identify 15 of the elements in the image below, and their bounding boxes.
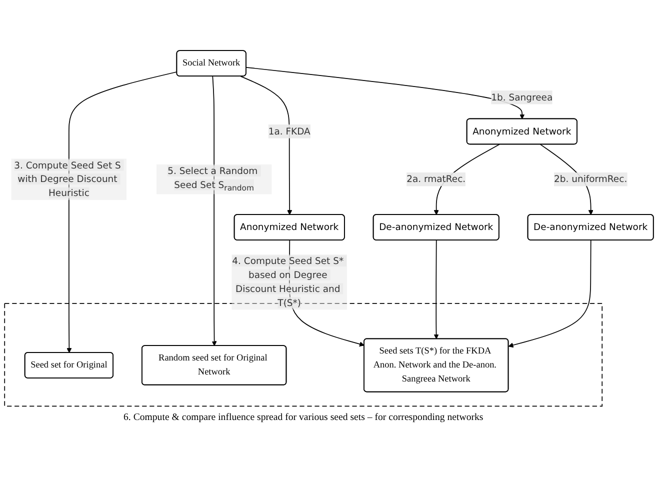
edge-label: 5. Select a Random Seed Set S$_{random}$: [168, 166, 258, 193]
flowchart-diagram: 1a. FKDA 1b. Sangreea 2a. rmatRec. 2b. uniformRec. 3. Compute Seed Set S with Degree Discount Heuristic 5. Select a Random Seed Set S$_{random}$ 4. Compute Seed Set S* based on Degree Discount Heuristic and T(S*) Social Network Anonymized Network Anonymized Network De-anonymized Network De-anonymized Network Seed set for Original Random seed set for Original Network Seed sets T(S*) for the FKDA Anon. Network and the De-anon. Sangreea Network 6. Compute & compare influence spread for various seed sets – for corresponding networks: [0, 46, 658, 447]
edge-label: 2b. uniformRec.: [554, 174, 628, 185]
arrow: [246, 67, 525, 120]
arrow: [212, 76, 217, 346]
edge-label: 1b. Sangreea: [491, 92, 553, 103]
arrow: [434, 240, 439, 340]
group-title: 6. Compute & compare influence spread for various seed sets – for corresponding networks: [4, 411, 602, 424]
edge-label: 3. Compute Seed Set S with Degree Discount Heuristic: [14, 160, 121, 199]
edge-label: 4. Compute Seed Set S* based on Degree Discount Heuristic and T(S*): [232, 256, 344, 308]
edge-label: 2a. rmatRec.: [406, 174, 466, 185]
arrow: [66, 72, 178, 354]
arrow: [508, 240, 592, 348]
arrow: [240, 76, 292, 216]
edge-label: 1a. FKDA: [268, 126, 310, 137]
